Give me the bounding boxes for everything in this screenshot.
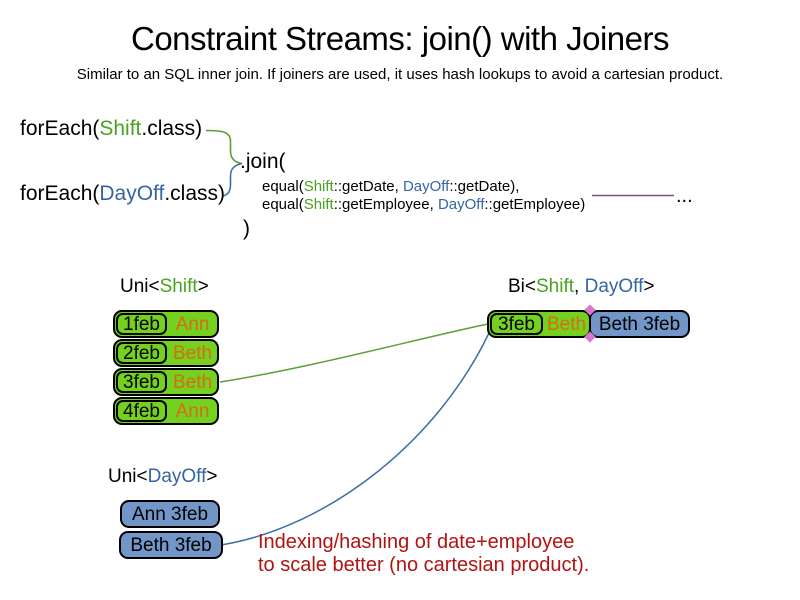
code-text: equal(	[262, 178, 304, 195]
shift-class-token: Shift	[99, 117, 142, 140]
note-line-2: to scale better (no cartesian product).	[258, 554, 590, 576]
code-equal-employee: equal(Shift::getEmployee, DayOff::getEmp…	[262, 196, 585, 213]
code-equal-date: equal(Shift::getDate, DayOff::getDate),	[262, 178, 519, 195]
shift-row: 3feb Beth	[113, 368, 219, 396]
shift-to-bi-connector	[219, 323, 489, 383]
note-line-1: Indexing/hashing of date+employee	[258, 531, 575, 553]
dayoff-class-token: DayOff	[402, 178, 450, 195]
dayoff-row: Ann 3feb	[120, 500, 220, 528]
label-text: >	[206, 466, 218, 487]
shift-employee-cell: Beth	[172, 371, 213, 393]
code-join-open: .join(	[240, 150, 286, 173]
shift-employee-cell: Ann	[175, 313, 210, 335]
brace-top-green	[205, 129, 243, 165]
dayoff-type-token: DayOff	[584, 276, 644, 297]
label-text: Uni<	[120, 276, 160, 297]
shift-row: 2feb Beth	[113, 339, 219, 367]
code-text: forEach(	[20, 117, 100, 140]
label-text: Uni<	[108, 466, 148, 487]
code-foreach-shift: forEach(Shift.class)	[20, 117, 202, 141]
dayoff-class-token: DayOff	[437, 196, 485, 213]
bi-row-shift-part: 3feb Beth	[487, 310, 591, 338]
bi-date-cell: 3feb	[490, 313, 543, 335]
note-text: Indexing/hashing of date+employee to sca…	[258, 531, 589, 577]
code-text: .class)	[164, 182, 226, 205]
bi-row-dayoff-part: Beth 3feb	[589, 310, 690, 338]
bi-label: Bi<Shift, DayOff>	[508, 276, 654, 298]
label-text: >	[643, 276, 655, 297]
shift-row: 1feb Ann	[113, 310, 219, 338]
code-text: .class)	[141, 117, 203, 140]
shift-employee-cell: Ann	[175, 400, 210, 422]
dayoff-type-token: DayOff	[147, 466, 207, 487]
shift-type-token: Shift	[536, 276, 575, 297]
uni-dayoff-label: Uni<DayOff>	[108, 466, 218, 488]
dayoff-to-bi-connector	[220, 332, 490, 546]
shift-employee-cell: Beth	[172, 342, 213, 364]
label-text: Bi<	[508, 276, 536, 297]
code-text: ::getEmployee,	[333, 196, 438, 213]
code-foreach-dayoff: forEach(DayOff.class)	[20, 182, 225, 206]
dayoff-row: Beth 3feb	[119, 531, 223, 559]
code-text: forEach(	[20, 182, 100, 205]
dayoff-class-token: DayOff	[99, 182, 165, 205]
page-title: Constraint Streams: join() with Joiners	[130, 20, 670, 57]
code-text: ::getDate,	[333, 178, 403, 195]
code-text: equal(	[262, 196, 304, 213]
shift-date-cell: 1feb	[116, 313, 167, 335]
bi-employee-cell: Beth	[546, 313, 587, 335]
code-join-close: )	[243, 217, 250, 240]
shift-class-token: Shift	[303, 196, 334, 213]
shift-date-cell: 3feb	[116, 371, 167, 393]
shift-class-token: Shift	[303, 178, 334, 195]
code-text: ::getEmployee)	[484, 196, 586, 213]
shift-type-token: Shift	[159, 276, 198, 297]
label-text: ,	[574, 276, 585, 297]
shift-row: 4feb Ann	[113, 397, 219, 425]
uni-shift-label: Uni<Shift>	[120, 276, 209, 298]
label-text: >	[197, 276, 209, 297]
ellipsis-text: ...	[676, 185, 693, 207]
subtitle: Similar to an SQL inner join. If joiners…	[76, 66, 724, 83]
shift-date-cell: 2feb	[116, 342, 167, 364]
code-text: ::getDate),	[449, 178, 520, 195]
shift-date-cell: 4feb	[116, 400, 167, 422]
